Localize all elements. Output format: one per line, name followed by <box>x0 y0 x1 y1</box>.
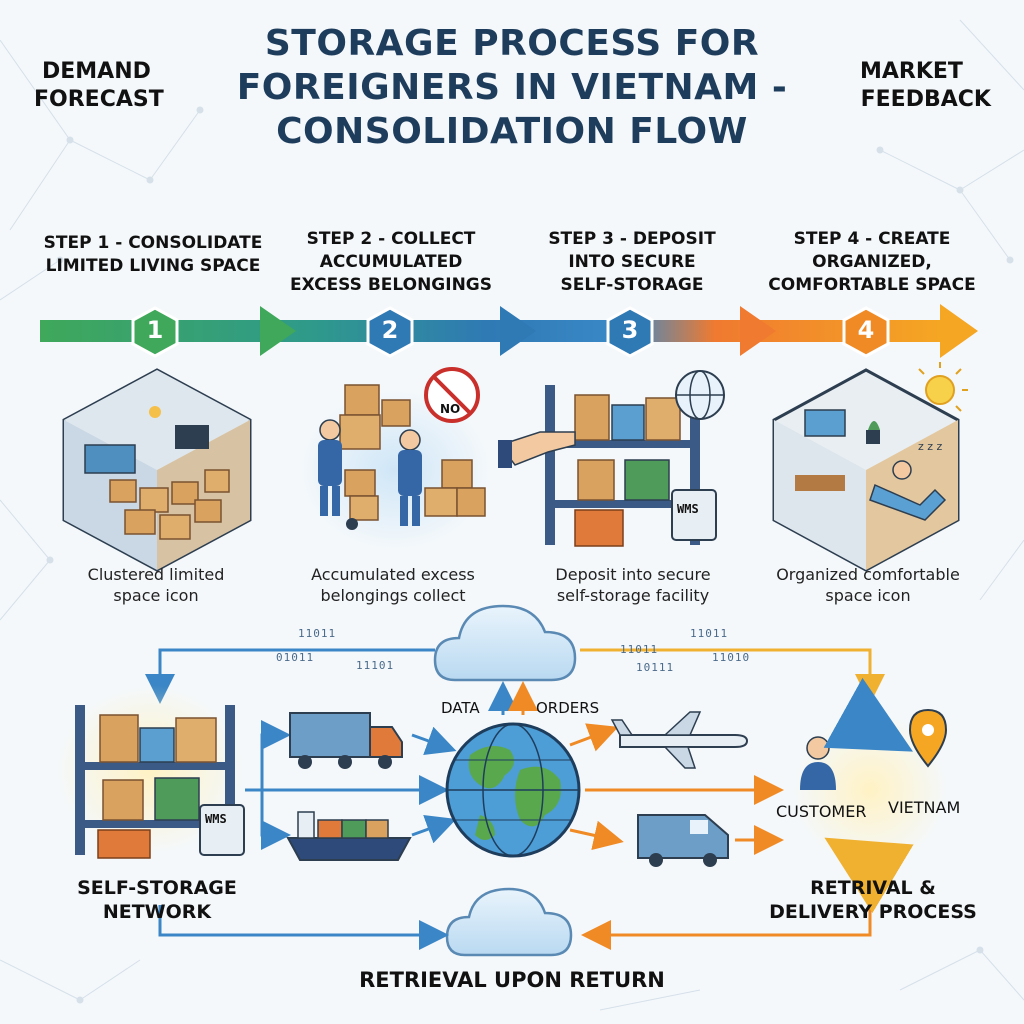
binary-right-mid1: 11011 <box>620 643 659 656</box>
step-4-title: STEP 4 - CREATE ORGANIZED, COMFORTABLE S… <box>752 228 992 297</box>
retrieval-upon-return-label: RETRIEVAL UPON RETURN <box>359 968 665 992</box>
step-2-badge <box>366 306 414 358</box>
sleep-text: z z z <box>918 440 943 453</box>
customer-vietnam-cycle <box>792 677 948 914</box>
step-3-title-line-3: SELF-STORAGE <box>560 275 704 295</box>
step-2-title-line-2: ACCUMULATED <box>319 252 463 272</box>
step-2-caption-line-1: Accumulated excess <box>311 565 475 584</box>
process-arrow <box>40 304 978 358</box>
step-4-badge <box>842 306 890 358</box>
vietnam-label: VIETNAM <box>888 798 961 817</box>
title-line-2: FOREIGNERS IN VIETNAM - <box>236 67 788 108</box>
self-storage-network-icon <box>55 685 245 859</box>
wms-label-step3: WMS <box>677 502 699 516</box>
data-label: DATA <box>441 699 480 717</box>
market-feedback-line-1: MARKET <box>860 59 963 84</box>
self-storage-line-1: SELF-STORAGE <box>77 877 237 899</box>
step-1-number: 1 <box>146 316 164 344</box>
page-title: STORAGE PROCESS FOR FOREIGNERS IN VIETNA… <box>200 22 824 154</box>
airplane-icon <box>610 711 749 769</box>
globe-icon <box>445 722 581 858</box>
step-2-title-line-1: STEP 2 - COLLECT <box>306 229 476 249</box>
demand-forecast-label: DEMAND FORECAST <box>34 58 164 114</box>
market-feedback-line-2: FEEDBACK <box>860 87 991 112</box>
binary-left-top: 11011 <box>298 627 337 640</box>
step-4-number: 4 <box>857 316 875 344</box>
self-storage-network-label: SELF-STORAGE NETWORK <box>62 876 252 924</box>
binary-left-mid: 01011 <box>276 651 315 664</box>
step-3-badge <box>606 306 654 358</box>
step-3-caption-line-2: self-storage facility <box>556 586 710 605</box>
step-2-caption-line-2: belongings collect <box>320 586 466 605</box>
van-icon <box>637 814 729 867</box>
organized-room-icon <box>772 362 968 572</box>
binary-right-mid2: 11010 <box>712 651 751 664</box>
demand-forecast-line-2: FORECAST <box>34 87 164 112</box>
binary-right-top: 11011 <box>690 627 729 640</box>
step-4-caption: Organized comfortable space icon <box>758 564 978 606</box>
step-3-number: 3 <box>621 316 639 344</box>
demand-forecast-line-1: DEMAND <box>42 59 151 84</box>
wms-label-network: WMS <box>205 812 227 826</box>
no-sign-text: NO <box>440 402 461 416</box>
retrieval-line-1: RETRIVAL & <box>810 877 936 899</box>
step-3-caption-line-1: Deposit into secure <box>555 565 711 584</box>
self-storage-shelf-icon <box>498 370 725 547</box>
step-3-caption: Deposit into secure self-storage facilit… <box>523 564 743 606</box>
binary-right-low: 10111 <box>636 661 675 674</box>
clustered-room-icon <box>62 368 252 572</box>
self-storage-line-2: NETWORK <box>102 901 212 923</box>
step-1-title-line-2: LIMITED LIVING SPACE <box>45 256 261 276</box>
step-1-title-line-1: STEP 1 - CONSOLIDATE <box>43 233 263 253</box>
step-4-caption-line-2: space icon <box>825 586 911 605</box>
step-2-caption: Accumulated excess belongings collect <box>283 564 503 606</box>
step-3-title-line-1: STEP 3 - DEPOSIT <box>548 229 716 249</box>
step-4-title-line-1: STEP 4 - CREATE <box>793 229 951 249</box>
step-1-title: STEP 1 - CONSOLIDATE LIMITED LIVING SPAC… <box>33 232 273 278</box>
step-2-number: 2 <box>381 316 399 344</box>
step-4-caption-line-1: Organized comfortable <box>776 565 960 584</box>
orders-label: ORDERS <box>536 699 600 717</box>
market-feedback-label: MARKET FEEDBACK <box>860 58 991 114</box>
retrieval-line-2: DELIVERY PROCESS <box>769 901 977 923</box>
step-3-title: STEP 3 - DEPOSIT INTO SECURE SELF-STORAG… <box>512 228 752 297</box>
return-cloud <box>445 887 573 957</box>
step-2-title-line-3: EXCESS BELONGINGS <box>289 275 493 295</box>
title-line-3: CONSOLIDATION FLOW <box>276 111 748 152</box>
step-4-title-line-3: COMFORTABLE SPACE <box>768 275 976 295</box>
customer-label: CUSTOMER <box>776 802 867 821</box>
step-1-badge <box>131 306 179 358</box>
background-network <box>0 19 1024 1011</box>
step-1-caption-line-1: Clustered limited <box>87 565 225 584</box>
data-cloud <box>433 604 577 682</box>
step-3-title-line-2: INTO SECURE <box>568 252 696 272</box>
step-4-title-line-2: ORGANIZED, <box>812 252 932 272</box>
step-1-caption: Clustered limited space icon <box>46 564 266 606</box>
retrieval-delivery-label: RETRIVAL & DELIVERY PROCESS <box>768 876 978 924</box>
ship-icon <box>286 811 412 861</box>
movers-icon <box>300 367 490 550</box>
step-2-title: STEP 2 - COLLECT ACCUMULATED EXCESS BELO… <box>271 228 511 297</box>
step-1-caption-line-2: space icon <box>113 586 199 605</box>
truck-icon <box>289 712 403 769</box>
binary-left-low: 11101 <box>356 659 395 672</box>
title-line-1: STORAGE PROCESS FOR <box>264 23 760 64</box>
